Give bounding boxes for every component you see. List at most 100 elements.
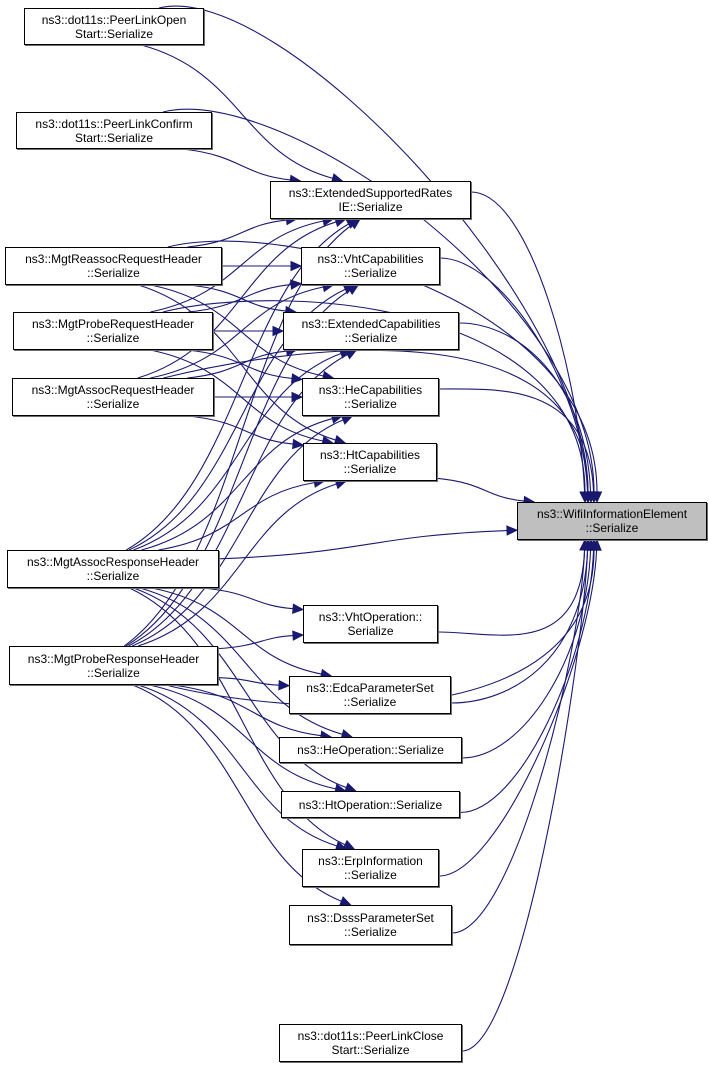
arrowhead-icon [579, 538, 590, 551]
edge-vhtop-to-wie [437, 549, 586, 636]
edge-plcs-to-esr [182, 148, 291, 181]
node-label-line: ns3::HtCapabilities [319, 448, 421, 462]
node-label-line: ns3::MgtProbeRequestHeader [31, 317, 195, 331]
node-label-line: Start::Serialize [74, 26, 154, 41]
edge-hecap-to-wie [438, 388, 595, 493]
arrowhead-icon [278, 679, 291, 691]
arrowhead-icon [290, 260, 303, 272]
arrowhead-icon [582, 491, 594, 504]
node-label-line: ns3::dot11s::PeerLinkOpen [41, 12, 187, 27]
edge-assocreq-to-htcap [188, 415, 294, 445]
arrowhead-icon [579, 538, 590, 551]
node-label-line: Start::Serialize [331, 1043, 410, 1057]
node-label-line: ns3::MgtProbeResponseHeader [27, 651, 200, 666]
node-label-line: ::Serialize [87, 266, 140, 280]
node-label-line: ::Serialize [344, 331, 398, 345]
node-label-line: ns3::ExtendedSupportedRates [288, 186, 453, 200]
arrowhead-icon [290, 279, 303, 290]
edge-assocresp-to-htcap [158, 482, 315, 551]
graph-node[interactable]: ns3::ErpInformation::Serialize [302, 849, 439, 887]
arrowhead-icon [346, 284, 360, 296]
arrowhead-icon [588, 491, 599, 504]
arrowhead-icon [506, 525, 519, 536]
node-label-line: ns3::dot11s::PeerLinkClose [297, 1029, 444, 1043]
node-label-line: ns3::dot11s::PeerLinkConfirm [35, 116, 193, 131]
arrowhead-icon [338, 348, 352, 359]
graph-node[interactable]: ns3::HtOperation::Serialize [281, 791, 460, 818]
graph-node[interactable]: ns3::ExtendedCapabilities::Serialize [283, 312, 459, 350]
arrowhead-icon [582, 538, 593, 551]
node-label-line: ::Serialize [344, 925, 397, 939]
node-label-line: ::Serialize [86, 569, 140, 583]
arrowhead-icon [292, 630, 305, 641]
arrowhead-icon [291, 373, 304, 384]
graph-node[interactable]: ns3::HeCapabilities::Serialize [302, 378, 439, 416]
graph-node[interactable]: ns3::DsssParameterSet::Serialize [289, 905, 452, 945]
edge-erp-to-wie [438, 549, 598, 877]
graph-node[interactable]: ns3::HtCapabilities::Serialize [303, 443, 437, 481]
node-label-line: ::Serialize [343, 695, 397, 709]
graph-node[interactable]: ns3::HeOperation::Serialize [279, 737, 462, 763]
node-label-line: ::Serialize [344, 397, 397, 411]
arrowhead-icon [582, 538, 593, 551]
node-label-line: ns3::HeOperation::Serialize [297, 743, 444, 757]
node-label-line: ::Serialize [87, 665, 140, 680]
arrowhead-icon [585, 538, 596, 551]
edge-htcap-to-wie [436, 477, 525, 502]
arrowhead-icon [292, 603, 305, 614]
node-label-line: IE::Serialize [338, 200, 403, 214]
arrowhead-icon [340, 415, 354, 425]
arrowhead-icon [585, 491, 596, 504]
graph-node[interactable]: ns3::VhtOperation::Serialize [303, 605, 438, 643]
arrowhead-icon [272, 325, 285, 337]
node-label-line: ns3::HtOperation::Serialize [298, 797, 443, 812]
arrowhead-icon [588, 538, 599, 551]
graph-node[interactable]: ns3::MgtProbeRequestHeader::Serialize [13, 312, 213, 350]
arrowhead-icon [591, 538, 602, 551]
graph-node[interactable]: ns3::VhtCapabilities::Serialize [301, 247, 440, 285]
arrowhead-icon [292, 438, 305, 450]
node-label-line: ::Serialize [344, 266, 397, 280]
edge-edca-to-wie [450, 549, 589, 704]
node-label-line: ns3::EdcaParameterSet [306, 681, 434, 695]
focus-node: ns3::WifiInformationElement::Serialize [517, 502, 707, 540]
edge-extcap-to-wie [458, 322, 592, 493]
node-label-line: Serialize [347, 624, 394, 638]
node-label-line: ::Serialize [585, 521, 639, 535]
edge-vhtcap-to-wie [439, 257, 589, 493]
arrowhead-icon [291, 391, 304, 403]
graph-node[interactable]: ns3::MgtAssocRequestHeader::Serialize [12, 378, 214, 416]
arrowhead-icon [582, 491, 594, 504]
edge-assocresp-to-vhtop [201, 587, 294, 610]
edge-probereq-to-hecap [187, 349, 293, 379]
node-label-line: Start::Serialize [74, 130, 154, 145]
node-label-line: ns3::MgtReassocRequestHeader [25, 252, 202, 266]
graph-node[interactable]: ns3::MgtProbeResponseHeader::Serialize [9, 646, 218, 685]
arrowhead-icon [342, 284, 356, 295]
edge-assocresp-to-hecap [141, 418, 333, 551]
graph-node[interactable]: ns3::MgtReassocRequestHeader::Serialize [5, 247, 222, 285]
node-label-line: ns3::MgtAssocResponseHeader [26, 555, 200, 569]
graph-node[interactable]: ns3::EdcaParameterSet::Serialize [289, 676, 451, 714]
node-label-line: ::Serialize [86, 331, 140, 345]
node-label-line: ns3::MgtAssocRequestHeader [31, 383, 195, 397]
edge-assocresp-to-wie [218, 529, 508, 560]
node-label-line: ns3::WifiInformationElement [536, 507, 688, 521]
graph-node[interactable]: ns3::MgtAssocResponseHeader::Serialize [7, 550, 219, 588]
node-label-line: ns3::DsssParameterSet [307, 911, 434, 925]
edge-htop-to-wie [459, 549, 595, 814]
arrowhead-icon [334, 479, 348, 490]
node-label-line: ::Serialize [343, 462, 397, 476]
arrowhead-icon [588, 538, 600, 551]
edge-probereq-to-vhtcap [188, 284, 292, 313]
node-label-line: ns3::HeCapabilities [318, 383, 423, 397]
arrowhead-icon [582, 491, 593, 504]
edge-reassoc-to-htcap [138, 284, 336, 441]
edge-esr-to-wie [470, 191, 586, 493]
edge-plcs-to-wie [162, 108, 595, 493]
